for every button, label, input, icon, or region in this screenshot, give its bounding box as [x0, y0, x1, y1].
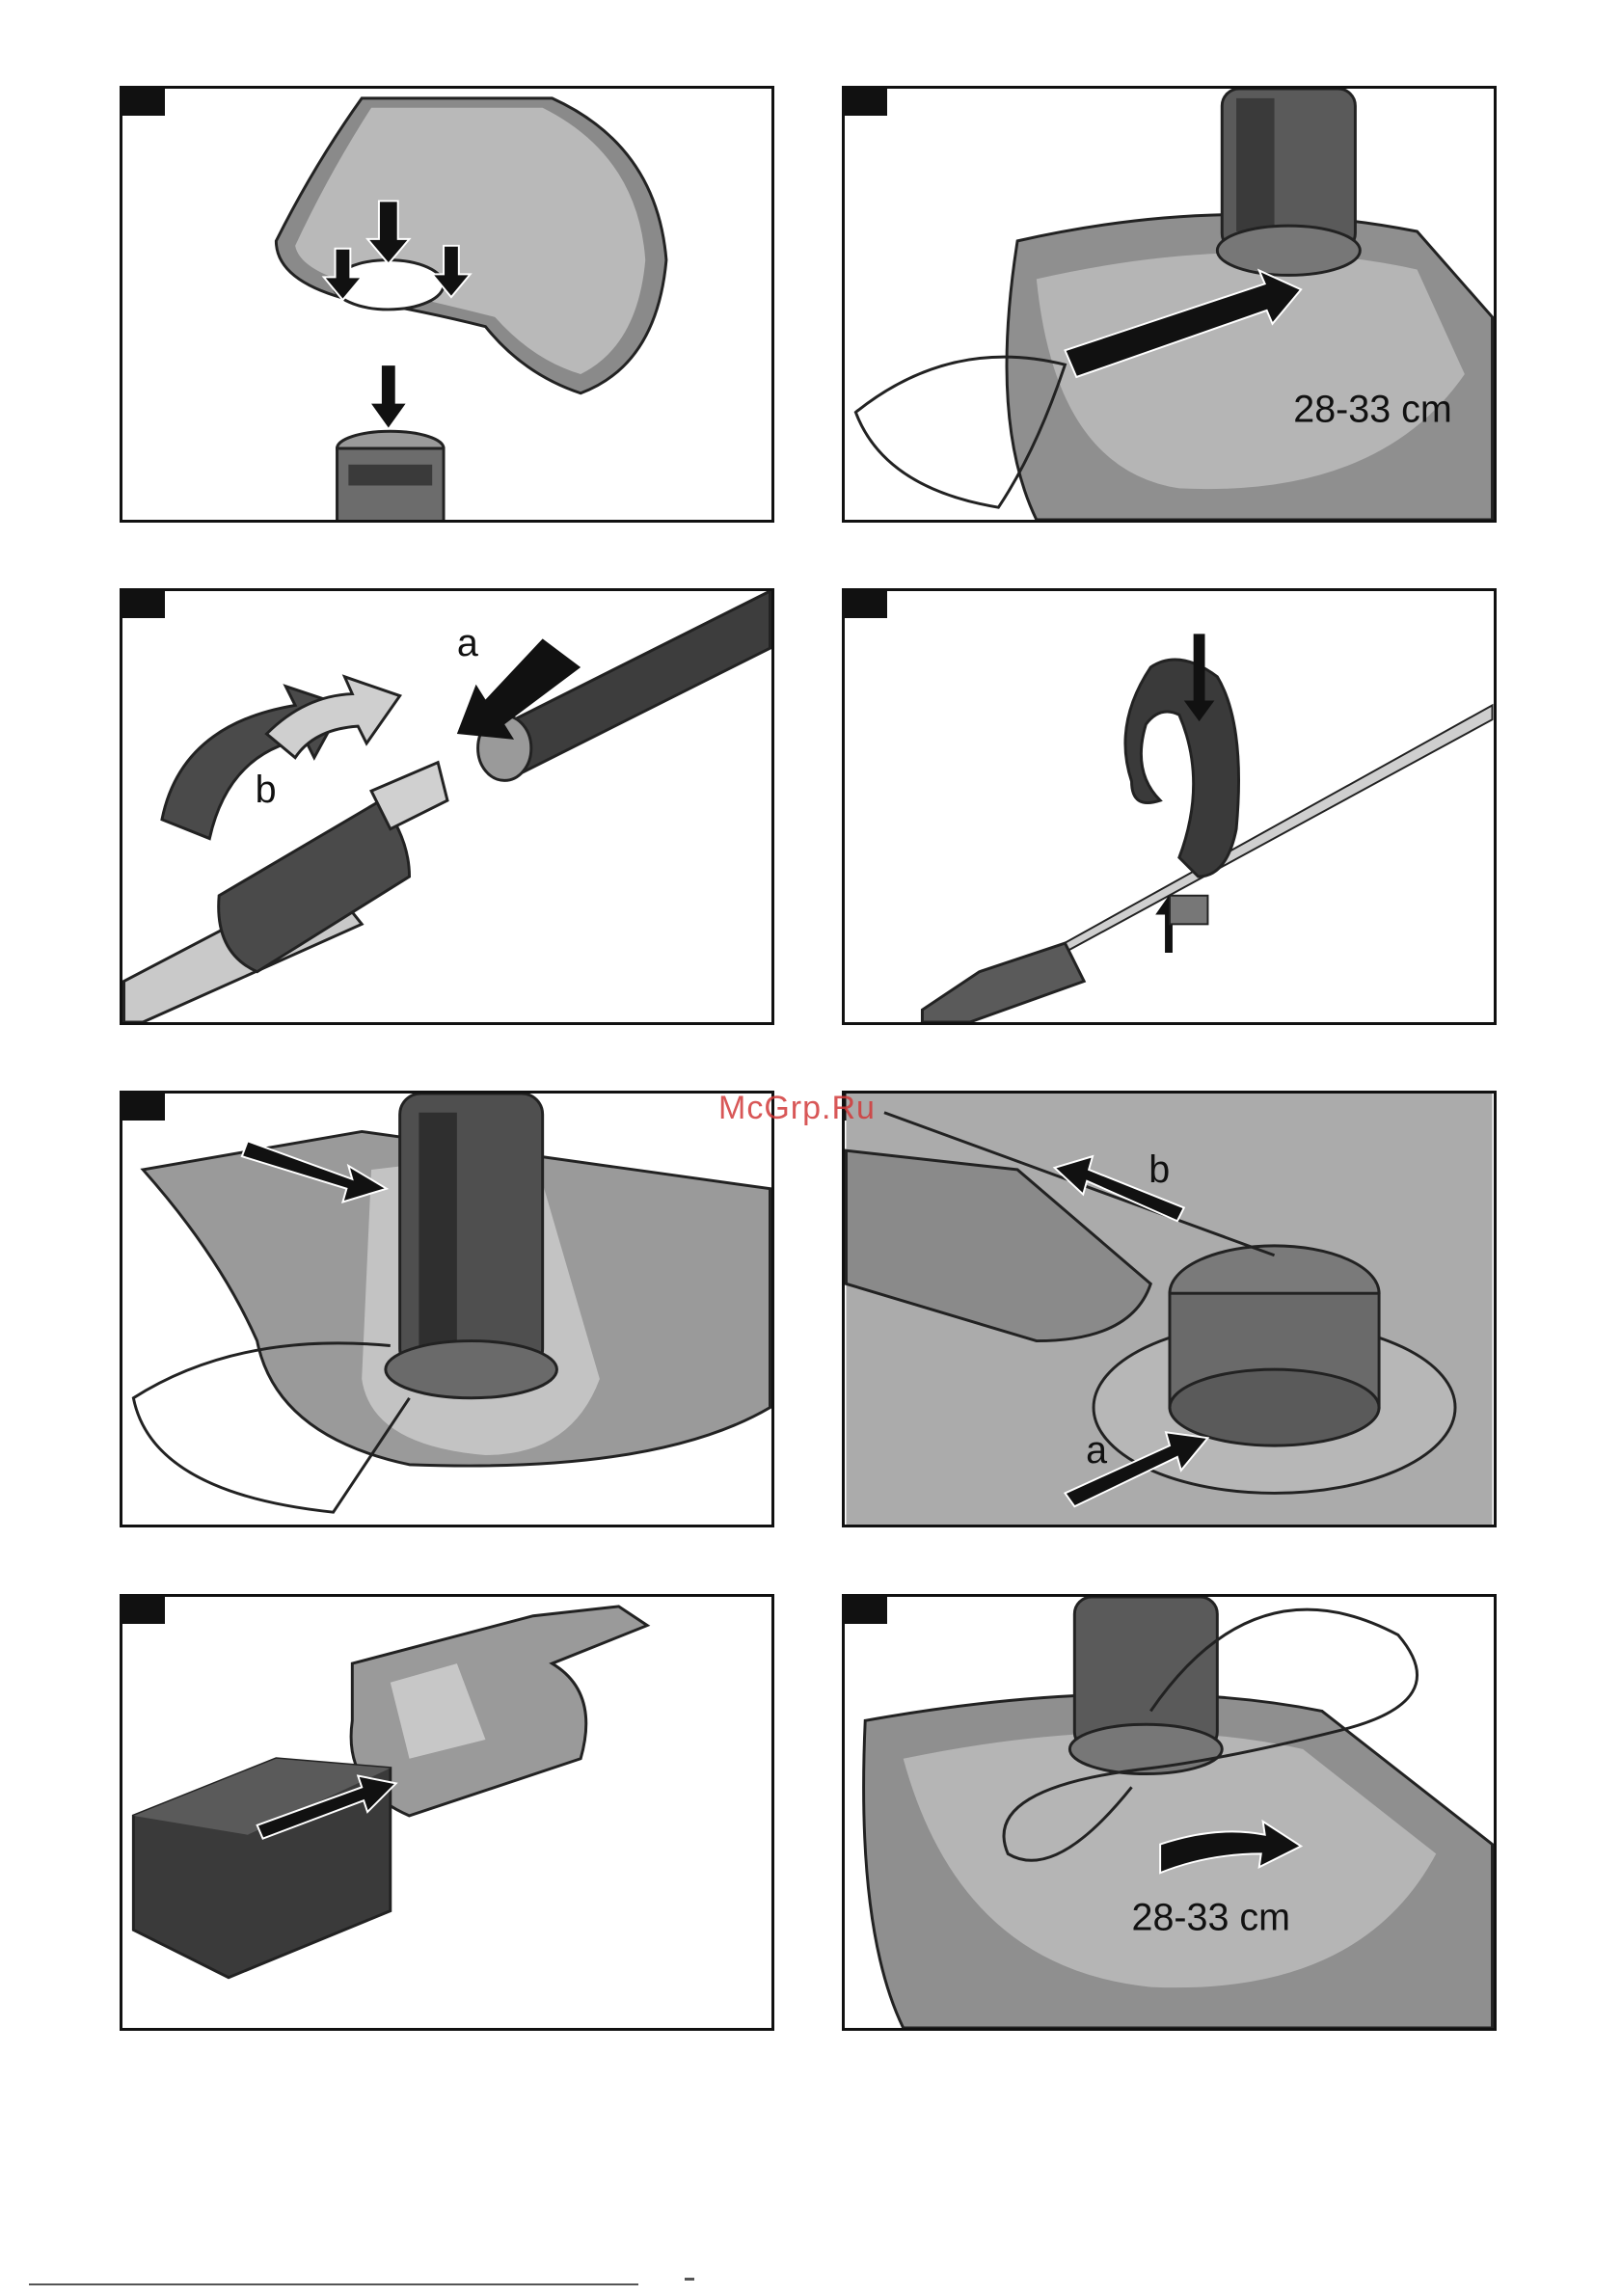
guard-latch-illustration [122, 1094, 771, 1525]
illustration-panel-5 [120, 1091, 774, 1527]
step-label-b: b [1148, 1148, 1170, 1191]
footer-mark [685, 2278, 694, 2281]
step-label-a: a [1086, 1429, 1107, 1472]
illustration-panel-1 [120, 86, 774, 523]
shaft-coupling-illustration: a b [122, 591, 771, 1022]
illustration-panel-4 [842, 588, 1497, 1025]
spool-line-illustration: b a [845, 1094, 1494, 1525]
spool-marking: 28-33 cm [1132, 1896, 1291, 1938]
line-threading-illustration: 28-33 cm [845, 89, 1494, 520]
illustration-panel-8: 28-33 cm [842, 1594, 1497, 2031]
line-winding-illustration: 28-33 cm [845, 1597, 1494, 2028]
handle-mounting-illustration [845, 591, 1494, 1022]
battery-insertion-illustration [122, 1597, 771, 2028]
spool-marking: 28-33 cm [1293, 388, 1452, 430]
illustration-panel-7 [120, 1594, 774, 2031]
illustration-panel-3: a b [120, 588, 774, 1025]
step-label-b: b [256, 769, 277, 811]
watermark-text: McGrp.Ru [718, 1090, 876, 1127]
illustration-panel-2: 28-33 cm [842, 86, 1497, 523]
footer-rule [29, 2283, 638, 2285]
illustration-panel-6: b a [842, 1091, 1497, 1527]
step-label-a: a [457, 622, 478, 664]
guard-assembly-illustration [122, 89, 771, 520]
